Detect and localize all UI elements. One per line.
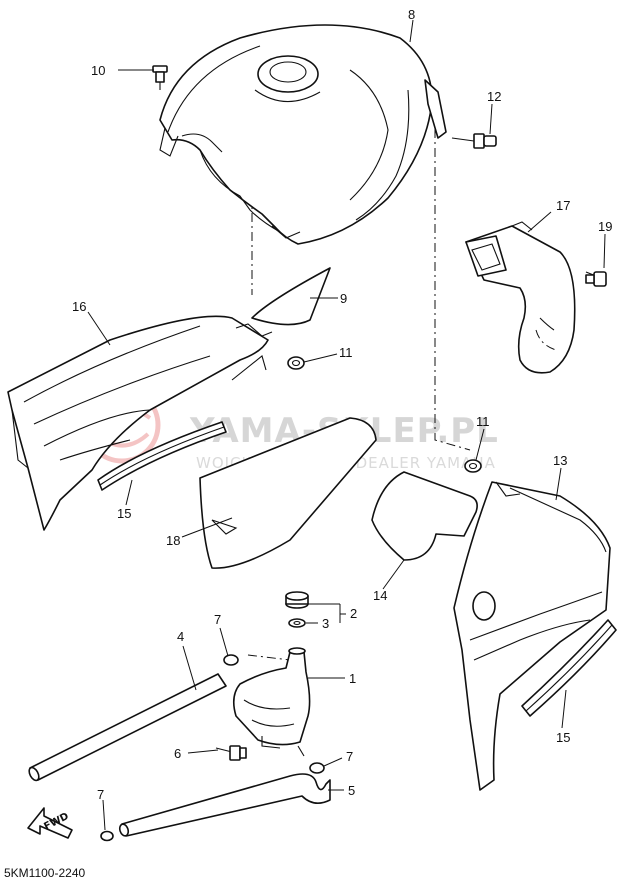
hose-5: [118, 773, 331, 837]
callout-9: 9: [340, 291, 347, 306]
callout-7c: 7: [97, 787, 104, 802]
diagram-code: 5KM1100-2240: [4, 866, 85, 880]
callout-4: 4: [177, 629, 184, 644]
callout-1: 1: [349, 671, 356, 686]
bolt-6: [215, 745, 247, 761]
callout-5: 5: [348, 783, 355, 798]
callout-2: 2: [350, 606, 357, 621]
callout-19: 19: [598, 219, 612, 234]
callout-11a: 11: [339, 345, 353, 360]
right-side-cover: [453, 481, 611, 791]
clamp-7a: [223, 654, 239, 666]
callout-3: 3: [322, 616, 329, 631]
air-duct: [465, 221, 576, 374]
callout-14: 14: [373, 588, 387, 603]
callout-15-left: 15: [117, 506, 131, 521]
callout-18: 17: [556, 198, 570, 213]
callout-7a: 7: [214, 612, 221, 627]
reservoir-tank: [232, 647, 311, 757]
callout-labels: 10 8 12 9 11 17 19 16 11 15 18 13 14 15 …: [72, 7, 612, 802]
callout-11b: 11: [476, 414, 490, 429]
bolt-19: [585, 271, 607, 287]
washer-3: [288, 618, 306, 628]
pad-9: [251, 267, 331, 326]
strip-right: [521, 619, 617, 717]
clamp-7b: [309, 762, 325, 774]
bolt-10: [152, 65, 168, 90]
forward-arrow: FWD: [27, 807, 73, 839]
callout-17: 18: [166, 533, 180, 548]
grommet-11b: [464, 459, 482, 473]
cap-2: [285, 591, 309, 609]
callout-6: 6: [174, 746, 181, 761]
callout-8: 8: [408, 7, 415, 22]
callout-16: 16: [72, 299, 86, 314]
clamp-7c: [100, 830, 114, 842]
callout-10: 10: [91, 63, 105, 78]
callout-13: 13: [553, 453, 567, 468]
callout-12: 12: [487, 89, 501, 104]
callout-7b: 7: [346, 749, 353, 764]
leader-lines: [87, 19, 606, 831]
grommet-11a: [287, 356, 305, 370]
pad-14: [371, 471, 478, 561]
fuel-tank: [159, 24, 447, 245]
strip-left: [97, 421, 227, 491]
inner-panel-17: [199, 417, 377, 569]
left-side-cover: [7, 315, 273, 531]
bolt-12: [451, 133, 497, 149]
hose-4: [28, 673, 227, 782]
callout-15-right: 15: [556, 730, 570, 745]
